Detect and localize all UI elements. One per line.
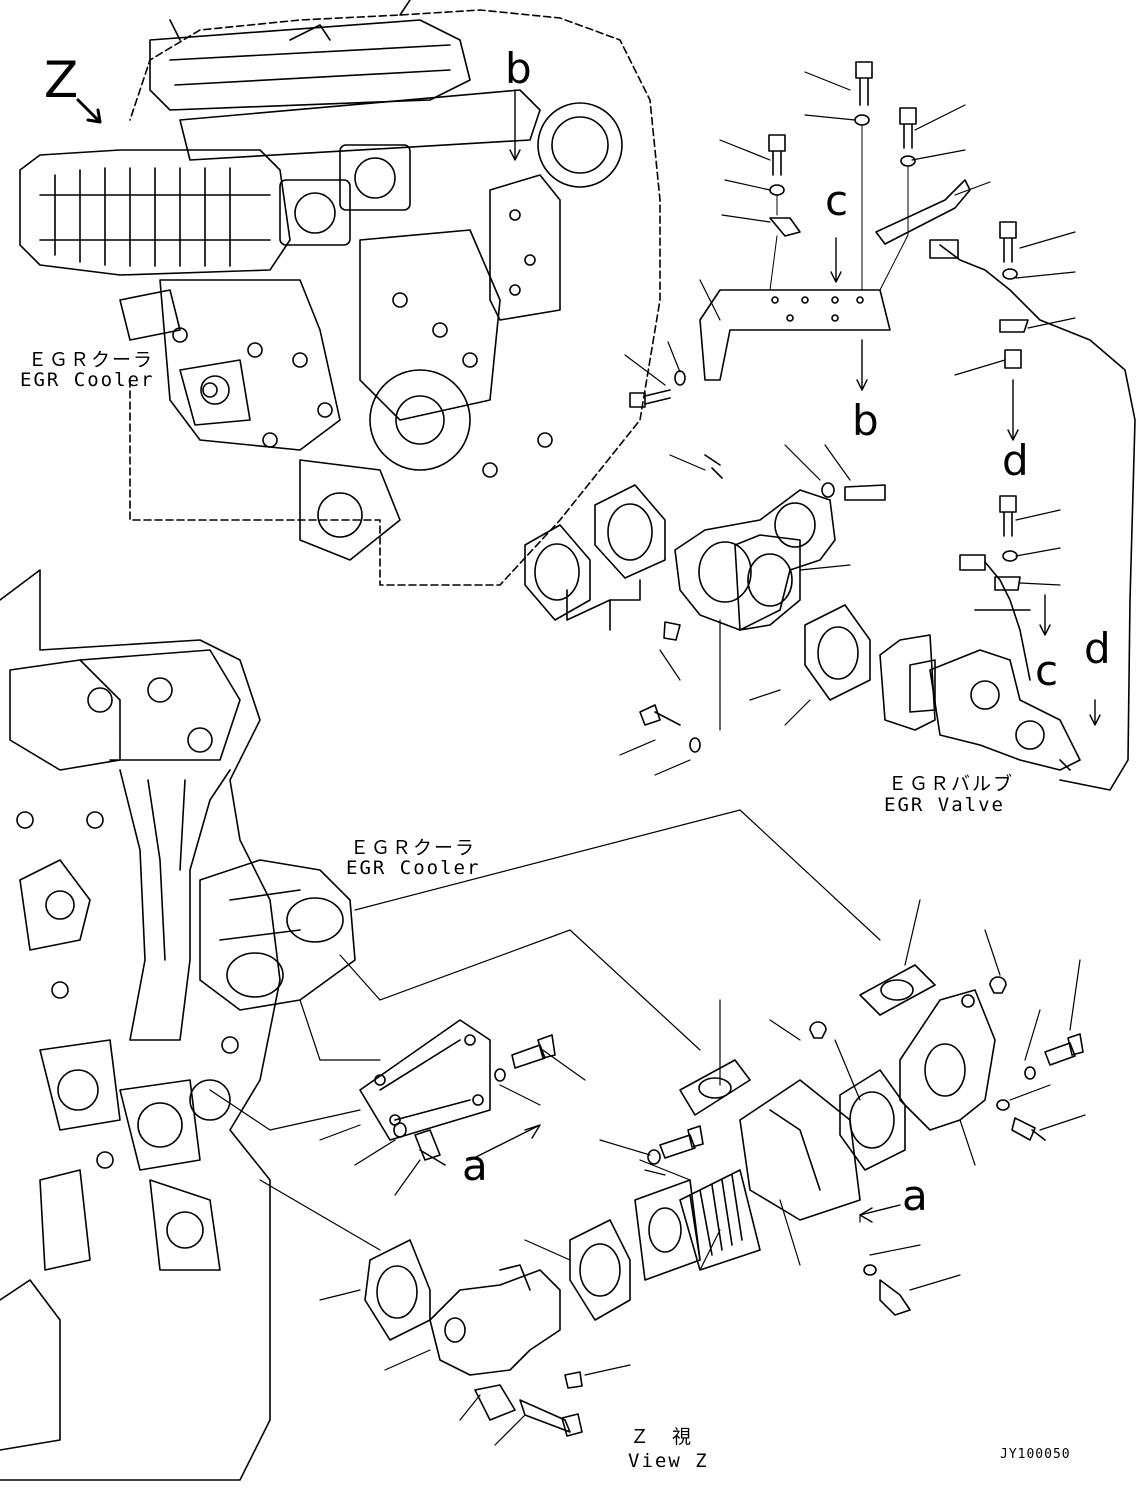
engine-upper-view [19,0,661,586]
callout-z: Z [44,51,79,109]
egr-valve-label-en: EGR Valve [884,794,1005,816]
view-z-label-jp: Ｚ 視 [630,1426,694,1448]
callout-b-mid: b [852,396,879,445]
egr-valve-label-jp: ＥＧＲバルブ [888,773,1015,795]
callout-c-top: c [825,176,849,225]
callout-d-mid: d [1002,436,1029,485]
egr-cooler-label-mid-en: EGR Cooler [346,857,481,879]
drawing-code: JY100050 [1000,1447,1071,1462]
bracket-exploded-top [509,61,971,408]
callout-d-right: d [1084,624,1111,673]
callout-a-right: a [902,1171,928,1220]
view-z-label-en: View Z [628,1450,709,1472]
gasket-set-mid [524,444,886,776]
egr-valve [879,495,1101,771]
egr-cooler-label-top-en: EGR Cooler [20,369,155,391]
callout-a-left: a [462,1141,488,1190]
view-z-arrow [76,98,102,124]
callout-c-right: c [1035,646,1059,695]
callout-b-top: b [505,44,532,93]
sensor-cable [929,221,1136,791]
view-z-exploded [319,899,1086,1446]
egr-cooler-label-mid-jp: ＥＧＲクーラ [350,837,477,859]
egr-cooler-label-top-jp: ＥＧＲクーラ [28,349,155,371]
engine-lower-view [0,569,356,1481]
